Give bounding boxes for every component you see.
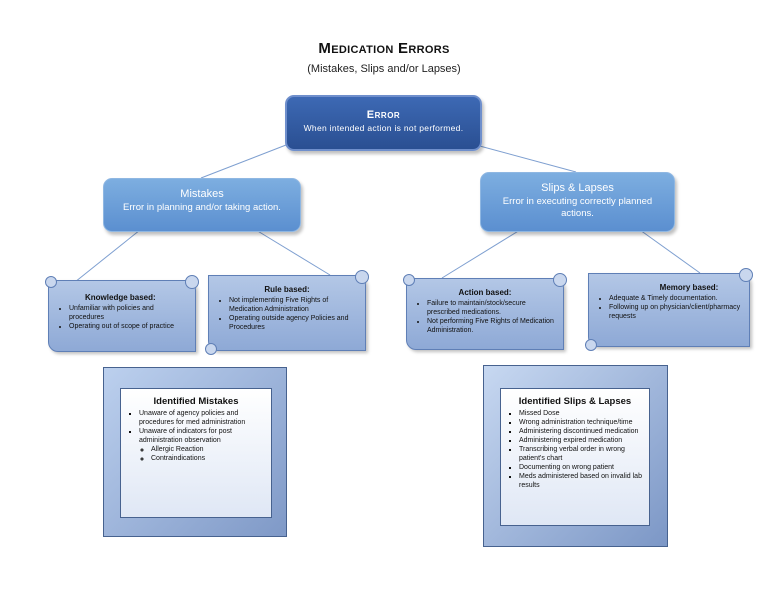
identified-mistakes-frame: Identified Mistakes Unaware of agency po… [103,367,287,537]
sub-list-item: Contraindications [151,455,263,464]
scroll-curl [403,274,415,286]
connector-slips-action [441,229,521,279]
scroll-curl [739,268,753,282]
slips-box: Slips & Lapses Error in executing correc… [480,172,675,232]
action-scroll: Action based: Failure to maintain/stock/… [403,273,567,350]
list-item: Operating out of scope of practice [69,322,189,331]
scroll-curl [45,276,57,288]
identified-slips-panel: Identified Slips & Lapses Missed Dose Wr… [500,388,650,526]
identified-slips-title: Identified Slips & Lapses [518,396,632,407]
list-item: Not implementing Five Rights of Medicati… [229,296,359,314]
connector-slips-memory [639,229,701,274]
list-item-text: Unaware of indicators for post administr… [139,427,232,444]
sub-list-item: Allergic Reaction [151,446,263,455]
list-item: Adequate & Timely documentation. [609,294,743,303]
list-item: Failure to maintain/stock/secure prescri… [427,299,557,317]
memory-scroll: Memory based: Adequate & Timely document… [585,268,753,351]
rule-title: Rule based: [264,285,310,294]
list-item: Administering discontinued medication [519,428,645,437]
list-item: Meds administered based on invalid lab r… [519,473,645,491]
connector-error-mistakes [200,144,287,179]
connector-error-slips [475,144,577,173]
list-item: Not performing Five Rights of Medication… [427,317,557,335]
list-item: Unfamiliar with policies and procedures [69,304,189,322]
page-title: Medication Errors [318,40,450,57]
list-item: Operating outside agency Policies and Pr… [229,314,359,332]
action-list: Failure to maintain/stock/secure prescri… [407,299,563,335]
identified-mistakes-panel: Identified Mistakes Unaware of agency po… [120,388,272,518]
page-subtitle: (Mistakes, Slips and/or Lapses) [307,63,461,75]
list-item: Unaware of agency policies and procedure… [139,410,267,428]
scroll-curl [185,275,199,289]
identified-mistakes-list: Unaware of agency policies and procedure… [121,410,271,464]
knowledge-scroll: Knowledge based: Unfamiliar with policie… [45,275,199,352]
error-text: When intended action is not performed. [303,123,464,133]
memory-title: Memory based: [659,283,719,292]
connector-mistakes-knowledge [74,229,141,283]
error-heading: Error [366,109,401,121]
identified-slips-frame: Identified Slips & Lapses Missed Dose Wr… [483,365,668,547]
list-item: Unaware of indicators for post administr… [139,428,267,464]
scroll-curl [585,339,597,351]
mistakes-heading: Mistakes [180,188,224,200]
rule-scroll: Rule based: Not implementing Five Rights… [205,270,369,355]
list-item: Wrong administration technique/time [519,419,645,428]
identified-mistakes-title: Identified Mistakes [153,396,239,407]
scroll-curl [355,270,369,284]
identified-mistakes-sublist: Allergic Reaction Contraindications [139,446,267,464]
mistakes-box: Mistakes Error in planning and/or taking… [103,178,301,232]
connector-mistakes-rule [255,229,331,276]
scroll-curl [205,343,217,355]
slips-heading: Slips & Lapses [541,182,614,194]
identified-slips-list: Missed Dose Wrong administration techniq… [501,410,649,491]
memory-list: Adequate & Timely documentation. Followi… [589,294,749,321]
list-item: Administering expired medication [519,437,645,446]
slips-text: Error in executing correctly planned act… [502,196,653,219]
error-box: Error When intended action is not perfor… [285,95,482,151]
list-item: Following up on physician/client/pharmac… [609,303,743,321]
mistakes-text: Error in planning and/or taking action. [123,202,281,213]
action-title: Action based: [458,288,512,297]
list-item: Missed Dose [519,410,645,419]
scroll-curl [553,273,567,287]
rule-list: Not implementing Five Rights of Medicati… [209,296,365,332]
knowledge-list: Unfamiliar with policies and procedures … [49,304,195,331]
knowledge-title: Knowledge based: [85,293,156,302]
list-item: Transcribing verbal order in wrong patie… [519,446,645,464]
list-item: Documenting on wrong patient [519,464,645,473]
